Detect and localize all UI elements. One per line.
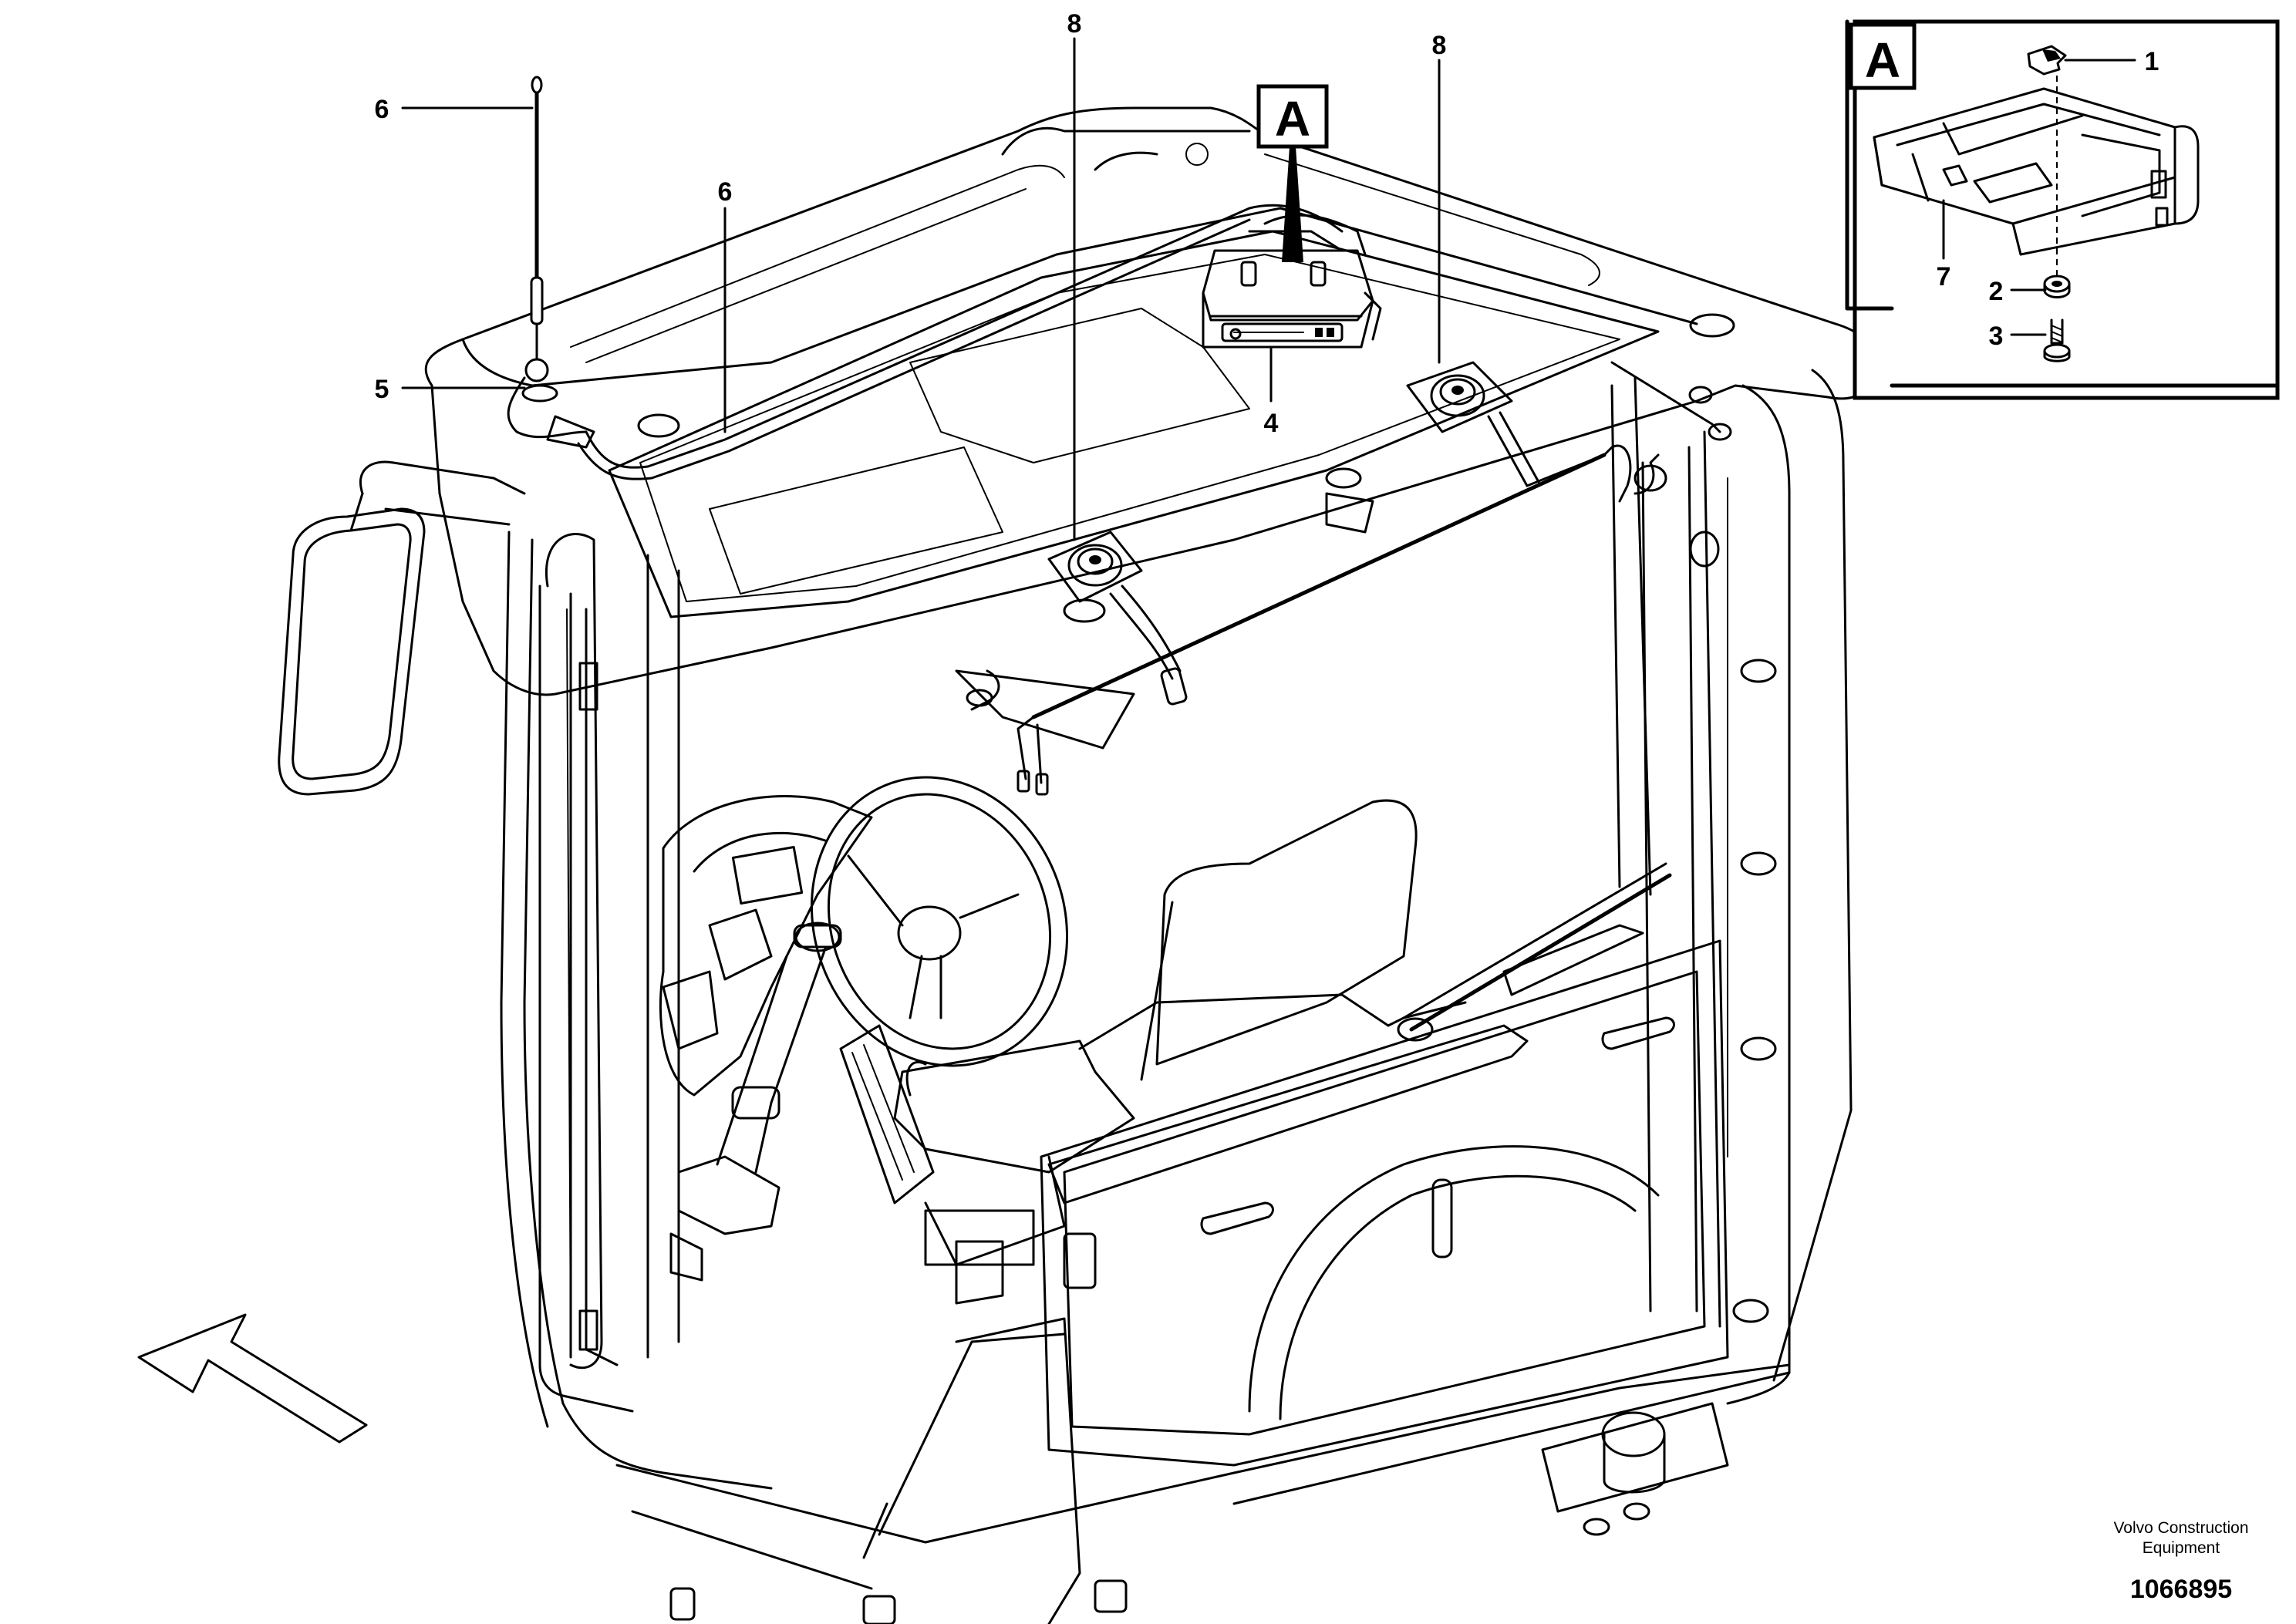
left-speaker (1047, 531, 1188, 706)
mounting-bracket (1873, 87, 2200, 256)
antenna-cable (577, 204, 1344, 480)
callout-6-antenna-label: 6 (375, 95, 389, 124)
brand-line-2: Equipment (2143, 1539, 2220, 1557)
callout-numbers: 6 6 5 8 8 4 1 2 3 7 (375, 9, 2159, 438)
footer: Volvo Construction Equipment 1066895 (2113, 1519, 2248, 1604)
right-speaker (1406, 361, 1540, 487)
side-mirror (278, 460, 526, 796)
clip-nut (2027, 45, 2067, 76)
callout-2-label: 2 (1989, 277, 2004, 306)
callout-8-right-label: 8 (1432, 31, 1447, 60)
callout-6-cable-label: 6 (718, 177, 733, 207)
callout-4-label: 4 (1264, 409, 1279, 438)
callout-1-label: 1 (2145, 47, 2159, 76)
detail-a-reference: A (1256, 84, 1329, 262)
cab-frame (500, 369, 1853, 1624)
callout-5-label: 5 (375, 375, 389, 404)
document-number: 1066895 (2130, 1575, 2232, 1604)
callout-8-left-label: 8 (1067, 9, 1082, 39)
callout-3-label: 3 (1989, 322, 2004, 351)
radio-unit (1202, 214, 1374, 349)
brand-line-1: Volvo Construction (2113, 1519, 2248, 1537)
detail-a-reference-label: A (1275, 91, 1310, 147)
speaker-wiring (966, 291, 1732, 896)
callout-7-label: 7 (1937, 262, 1951, 291)
detail-a-inset-label: A (1865, 32, 1900, 88)
washer (2043, 275, 2071, 298)
forward-direction-arrow (137, 1313, 368, 1444)
rear-wiper (1397, 862, 1672, 1042)
screw (2043, 318, 2071, 362)
callout-leaders (401, 37, 2136, 541)
cab-roof (424, 106, 1873, 750)
steering-and-dash (659, 776, 1069, 1282)
operator-seat (893, 799, 1529, 1305)
antenna (507, 76, 595, 449)
detail-a-inset: A (1845, 19, 2280, 400)
rear-panel (862, 939, 1729, 1624)
